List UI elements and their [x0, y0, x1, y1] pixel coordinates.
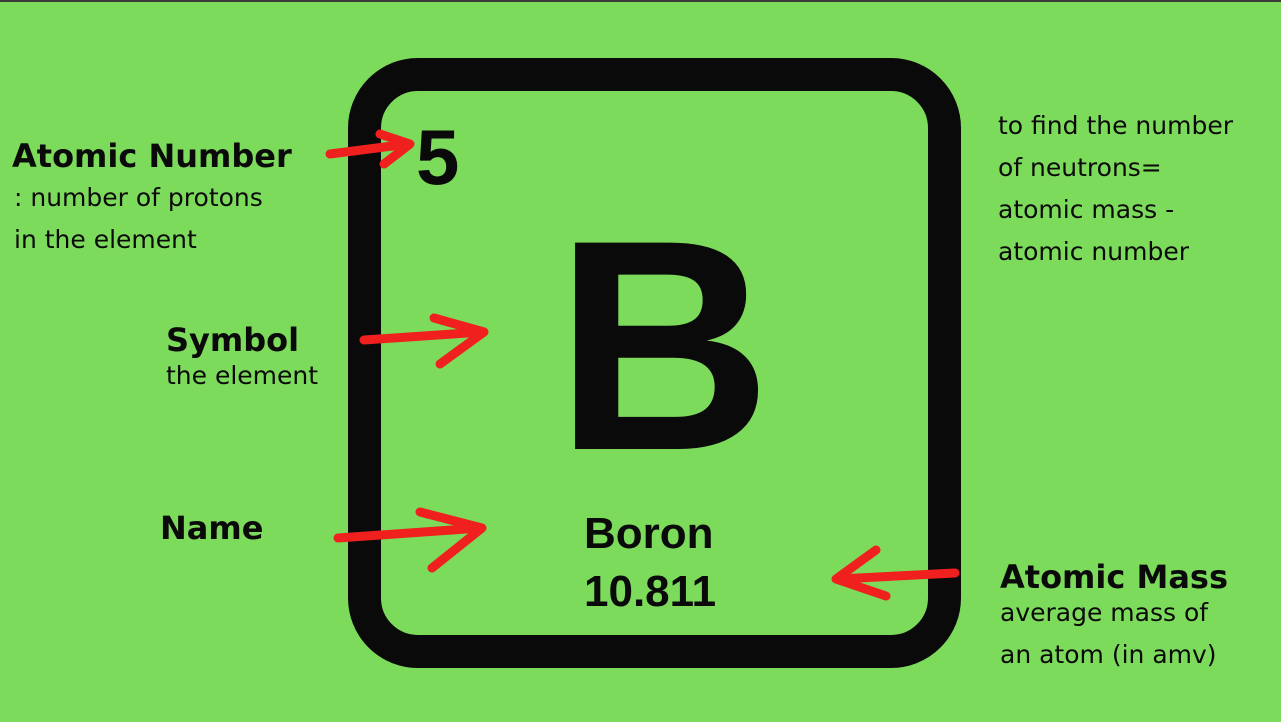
element-name: Boron	[584, 509, 714, 558]
atomic-number-desc-2: in the element	[14, 225, 197, 254]
atomic-number-label: Atomic Number	[12, 137, 292, 175]
symbol-arrow	[359, 313, 489, 369]
neutron-note-line-2: of neutrons=	[998, 153, 1162, 182]
element-tile	[348, 58, 961, 668]
element-symbol: B	[555, 177, 772, 513]
atomic-mass-value: 10.811	[584, 567, 717, 616]
atomic-mass-desc-1: average mass of	[1000, 598, 1209, 627]
neutron-note-line-1: to find the number	[998, 111, 1233, 140]
symbol-desc: the element	[166, 361, 319, 390]
atomic-mass-arrow	[831, 545, 960, 601]
symbol-label: Symbol	[166, 321, 300, 359]
name-label: Name	[160, 509, 264, 547]
neutron-note-line-3: atomic mass -	[998, 195, 1175, 224]
top-border	[0, 0, 1281, 2]
atomic-mass-desc-2: an atom (in amv)	[1000, 640, 1217, 669]
atomic-number-arrow	[325, 129, 415, 169]
neutron-note-line-4: atomic number	[998, 237, 1189, 266]
atomic-number-desc-1: : number of protons	[14, 183, 263, 212]
atomic-number-value: 5	[416, 113, 460, 201]
atomic-mass-label: Atomic Mass	[1000, 558, 1228, 596]
name-arrow	[333, 507, 487, 573]
